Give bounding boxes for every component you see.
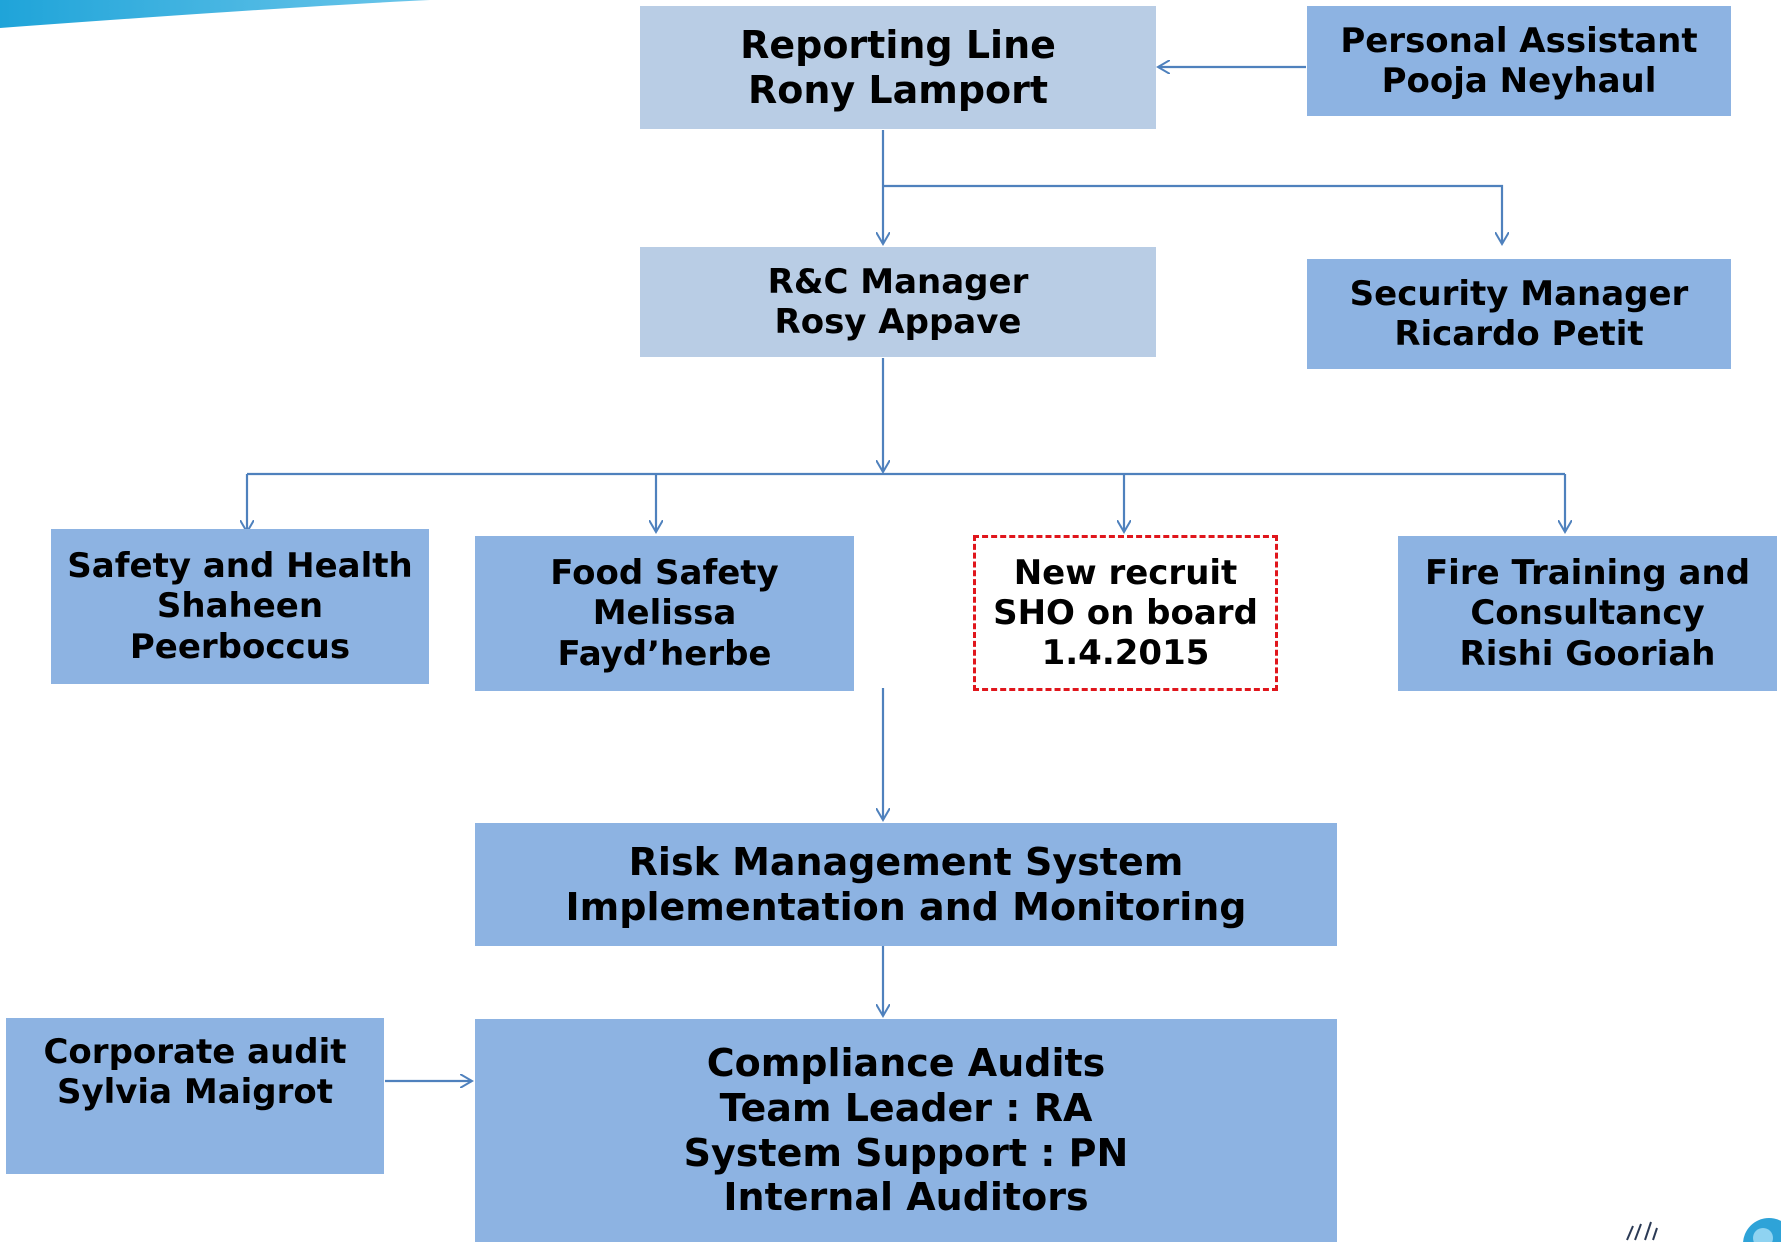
security-manager-title: Security Manager [1349,273,1689,314]
node-reporting-line: Reporting Line Rony Lamport [640,6,1156,129]
header-swoosh-decoration [0,0,430,28]
node-personal-assistant: Personal Assistant Pooja Neyhaul [1307,6,1731,116]
fire-training-title: Fire Training and [1424,553,1751,594]
node-corporate-audit: Corporate audit Sylvia Maigrot [6,1018,384,1174]
food-safety-person-last: Fayd’herbe [557,633,772,674]
safety-health-title: Safety and Health [67,546,413,587]
safety-health-person-first: Shaheen [156,586,324,627]
compliance-internal-auditors: Internal Auditors [723,1175,1089,1220]
node-security-manager: Security Manager Ricardo Petit [1307,259,1731,369]
node-fire-training: Fire Training and Consultancy Rishi Goor… [1398,536,1777,691]
logo-mark-icon [1626,1218,1781,1242]
reporting-line-person: Rony Lamport [747,67,1049,112]
food-safety-person-first: Melissa [592,593,737,634]
food-safety-title: Food Safety [550,553,779,594]
risk-management-line1: Risk Management System [628,839,1184,884]
node-rc-manager: R&C Manager Rosy Appave [640,247,1156,357]
arrow-reporting-to-security [883,184,1502,244]
compliance-team-leader: Team Leader : RA [719,1085,1093,1130]
node-food-safety: Food Safety Melissa Fayd’herbe [475,536,854,691]
risk-management-line2: Implementation and Monitoring [565,884,1247,929]
reporting-line-title: Reporting Line [740,22,1056,67]
safety-health-person-last: Peerboccus [129,626,351,667]
fire-training-person: Rishi Gooriah [1459,633,1716,674]
new-recruit-title: New recruit [1013,552,1238,593]
security-manager-person: Ricardo Petit [1394,314,1644,354]
compliance-audits-title: Compliance Audits [706,1040,1106,1085]
new-recruit-date: 1.4.2015 [1041,633,1210,674]
corporate-audit-title: Corporate audit [43,1032,347,1072]
node-safety-health: Safety and Health Shaheen Peerboccus [51,529,429,684]
node-risk-management: Risk Management System Implementation an… [475,823,1337,946]
rc-manager-title: R&C Manager [767,261,1029,302]
corporate-audit-person: Sylvia Maigrot [56,1072,334,1113]
compliance-system-support: System Support : PN [683,1130,1129,1175]
fire-training-subtitle: Consultancy [1470,593,1705,634]
new-recruit-role: SHO on board [993,592,1258,633]
personal-assistant-title: Personal Assistant [1340,20,1698,61]
node-compliance-audits: Compliance Audits Team Leader : RA Syste… [475,1019,1337,1242]
rc-manager-person: Rosy Appave [774,302,1022,342]
personal-assistant-person: Pooja Neyhaul [1381,61,1657,101]
node-new-recruit: New recruit SHO on board 1.4.2015 [973,535,1278,691]
